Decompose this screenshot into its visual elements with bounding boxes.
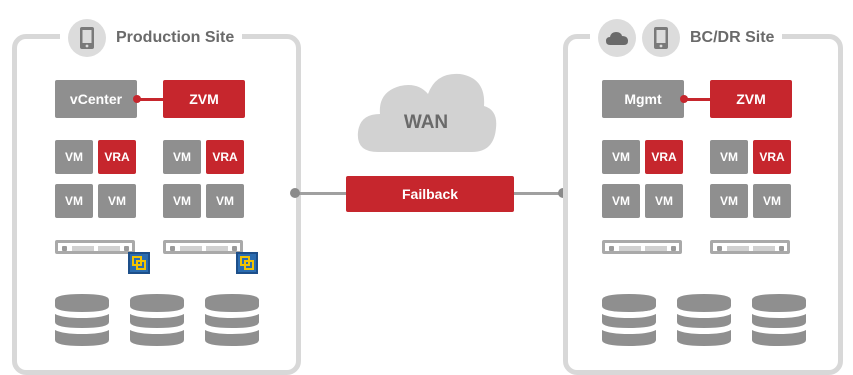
dr-zvm-box: ZVM (710, 80, 792, 118)
dr-host1-vm3: VM (645, 184, 683, 218)
vcenter-box: vCenter (55, 80, 137, 118)
mgmt-zvm-node (680, 95, 688, 103)
vcenter-zvm-connector (137, 98, 163, 101)
database-icon (55, 294, 109, 346)
vmware-icon (128, 252, 150, 274)
prod-server-2 (163, 240, 243, 254)
prod-host2-vra: VRA (206, 140, 244, 174)
failback-box: Failback (346, 176, 514, 212)
prod-host1-vm1: VM (55, 140, 93, 174)
database-icon (602, 294, 656, 346)
dr-host2-vra: VRA (753, 140, 791, 174)
database-icon (677, 294, 731, 346)
prod-host1-vm2: VM (55, 184, 93, 218)
dr-host2-vm1: VM (710, 140, 748, 174)
failback-line-right (513, 192, 563, 195)
vcenter-zvm-node (133, 95, 141, 103)
phone-icon (642, 19, 680, 57)
dr-server-1 (602, 240, 682, 254)
database-icon (205, 294, 259, 346)
dr-host2-vm2: VM (710, 184, 748, 218)
failback-line-left (295, 192, 347, 195)
dr-site-title: BC/DR Site (690, 29, 775, 46)
phone-icon (68, 19, 106, 57)
dr-server-2 (710, 240, 790, 254)
prod-host1-vra: VRA (98, 140, 136, 174)
prod-host2-vm3: VM (206, 184, 244, 218)
prod-server-1 (55, 240, 135, 254)
dr-host1-vra: VRA (645, 140, 683, 174)
database-icon (752, 294, 806, 346)
wan-cloud (357, 73, 497, 152)
dr-site-header: BC/DR Site (590, 18, 783, 58)
database-icon (130, 294, 184, 346)
left-link-node (290, 188, 300, 198)
production-site-header: Production Site (60, 18, 243, 58)
prod-host2-vm2: VM (163, 184, 201, 218)
mgmt-box: Mgmt (602, 80, 684, 118)
dr-host1-vm2: VM (602, 184, 640, 218)
prod-host1-vm3: VM (98, 184, 136, 218)
cloud-icon (598, 19, 636, 57)
dr-host2-vm3: VM (753, 184, 791, 218)
mgmt-zvm-connector (684, 98, 710, 101)
dr-host1-vm1: VM (602, 140, 640, 174)
production-site-title: Production Site (116, 29, 235, 46)
prod-host2-vm1: VM (163, 140, 201, 174)
vmware-icon (236, 252, 258, 274)
wan-label: WAN (403, 112, 449, 133)
production-zvm-box: ZVM (163, 80, 245, 118)
